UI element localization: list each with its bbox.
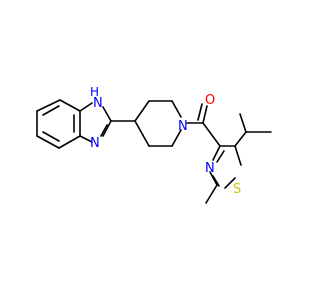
molecule-structure: H N N N O N S xyxy=(0,0,300,300)
double-bond-inner xyxy=(216,150,225,163)
bond xyxy=(171,129,182,147)
bond xyxy=(234,145,242,166)
piperidine-ring xyxy=(134,100,182,147)
isopropyl-group xyxy=(234,113,272,147)
bond xyxy=(134,120,150,147)
nitrogen-nh-label: N xyxy=(93,96,103,111)
bond xyxy=(79,102,93,112)
sulfur-label: S xyxy=(233,182,241,197)
double-bond-inner xyxy=(42,105,60,116)
bond xyxy=(58,135,81,149)
benzene-ring xyxy=(36,99,81,149)
double-bond-inner xyxy=(42,131,60,142)
bond xyxy=(36,99,61,112)
thiazole-nitrogen-label: N xyxy=(205,161,215,176)
bond xyxy=(59,99,81,112)
nitrogen-label: N xyxy=(90,136,100,151)
methyl-bond xyxy=(205,184,218,204)
bond xyxy=(212,145,221,161)
hydrogen-label: H xyxy=(90,85,99,99)
double-bond xyxy=(202,105,208,124)
imidazole-ring xyxy=(79,102,112,143)
molecule-canvas: H N N N O N S xyxy=(0,0,300,300)
oxygen-label: O xyxy=(205,93,215,108)
bond xyxy=(234,131,247,147)
bond xyxy=(134,100,150,122)
carbonyl-group xyxy=(186,103,208,124)
bond xyxy=(79,135,93,143)
bond xyxy=(171,100,182,118)
thiazole-ring xyxy=(209,145,242,189)
piperidine-nitrogen-label: N xyxy=(178,119,188,134)
double-bond-inner xyxy=(212,175,220,187)
double-bond-inner xyxy=(100,124,108,137)
bond xyxy=(209,171,218,186)
bond xyxy=(102,106,112,122)
background xyxy=(0,0,300,300)
bond xyxy=(202,122,221,147)
double-bond xyxy=(197,103,203,121)
bond xyxy=(102,120,112,137)
bond xyxy=(239,113,247,133)
bond xyxy=(36,135,60,149)
bond xyxy=(224,177,236,189)
